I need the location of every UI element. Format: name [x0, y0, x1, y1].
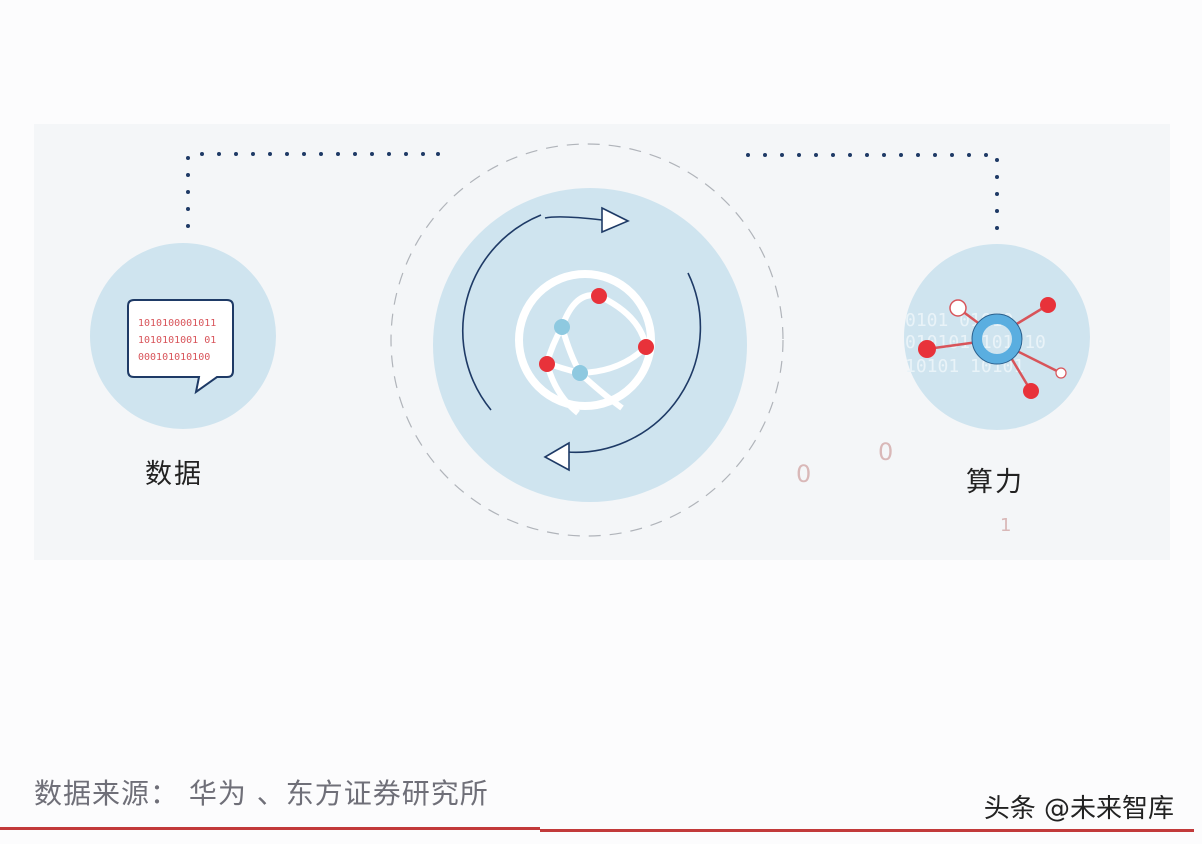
compute-label: 算力: [966, 467, 1024, 498]
decor-digit: 0: [796, 460, 812, 488]
data-node-icon: 1010100001011 1010101001 01 000101010100: [90, 243, 276, 429]
footer-divider: [540, 829, 1194, 832]
decor-digit: 1: [1000, 515, 1012, 536]
network-hub-icon: 0101 01010 0101010101010 10101 10101: [904, 244, 1090, 430]
dotted-connector-right: [746, 153, 999, 230]
footer-divider: [0, 827, 540, 830]
globe-cycle-icon: [390, 143, 784, 537]
source-caption: 数据来源： 华为 、东方证券研究所: [34, 777, 489, 810]
decor-digit: 0: [878, 438, 894, 466]
svg-text:1010100001011: 1010100001011: [138, 318, 216, 329]
svg-text:000101010100: 000101010100: [138, 352, 210, 363]
watermark: 头条 @未来智库: [983, 794, 1174, 824]
svg-text:1010101001 01: 1010101001 01: [138, 335, 216, 346]
data-label: 数据: [145, 459, 203, 490]
dotted-connector-left: [186, 152, 440, 228]
